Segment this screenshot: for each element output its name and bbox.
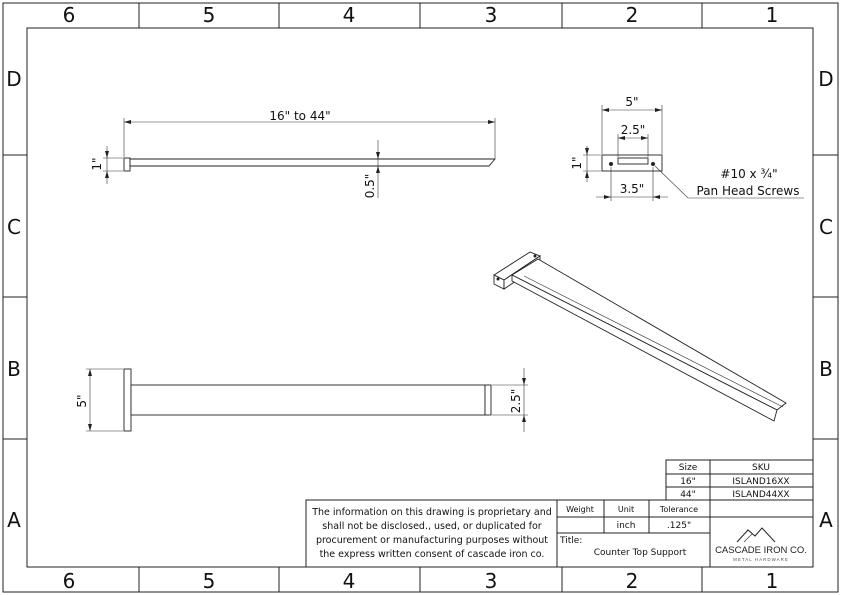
sku-row2-size: 44" — [680, 490, 696, 500]
zone-row-a-left: A — [7, 508, 21, 532]
notice-line-1: The information on this drawing is propr… — [311, 507, 552, 518]
sku-row2-sku: ISLAND44XX — [732, 490, 789, 500]
sku-row1-sku: ISLAND16XX — [732, 477, 789, 487]
dim-length: 16" to 44" — [269, 109, 330, 123]
notice-line-3: procurement or manufacturing purposes wi… — [316, 535, 548, 546]
screw-hole-right — [651, 162, 655, 166]
screw-note-type: Pan Head Screws — [697, 184, 800, 198]
drawing-title: Counter Top Support — [594, 548, 687, 558]
tolerance-label: Tolerance — [659, 505, 698, 514]
zone-col-2-bottom: 2 — [626, 569, 639, 593]
bottom-view-bar — [130, 384, 486, 416]
screw-hole-left — [609, 162, 613, 166]
zone-col-1-bottom: 1 — [766, 569, 779, 593]
screw-note-size: #10 x ¾" — [720, 167, 777, 181]
zone-row-b-right: B — [819, 357, 833, 381]
sku-header-size: Size — [679, 463, 698, 473]
dim-screw-spacing: 3.5" — [620, 182, 645, 196]
company-subtitle: METAL HARDWARE — [733, 557, 789, 562]
bottom-view-plate — [123, 368, 132, 432]
zone-row-c-right: C — [819, 215, 833, 239]
dim-bar-height: 2.5" — [509, 389, 523, 414]
side-view-bar — [129, 158, 496, 167]
bottom-view — [86, 368, 528, 432]
zone-col-6-top: 6 — [63, 3, 76, 27]
dim-end-height: 1" — [570, 156, 584, 169]
zone-col-2-top: 2 — [626, 3, 639, 27]
zone-row-c-left: C — [7, 215, 21, 239]
zone-row-d-left: D — [6, 67, 21, 91]
unit-value: inch — [617, 521, 636, 531]
zone-row-a-right: A — [819, 508, 833, 532]
zone-row-d-right: D — [818, 67, 833, 91]
unit-label: Unit — [618, 505, 634, 514]
end-view-bar — [617, 157, 649, 165]
zone-row-b-left: B — [7, 357, 21, 381]
isometric-view — [493, 251, 787, 422]
sku-row1-size: 16" — [680, 477, 696, 487]
zone-ticks — [3, 3, 838, 592]
side-view — [103, 118, 496, 198]
title-block — [305, 499, 814, 568]
end-view — [583, 105, 804, 201]
weight-label: Weight — [566, 505, 594, 514]
dim-plate-height: 5" — [75, 394, 89, 407]
notice-line-2: shall not be disclosed., used, or duplic… — [322, 521, 542, 532]
dim-thickness: 0.5" — [363, 174, 377, 199]
sku-header-sku: SKU — [752, 463, 770, 473]
zone-col-5-bottom: 5 — [203, 569, 216, 593]
zone-col-5-top: 5 — [203, 3, 216, 27]
company-name: CASCADE IRON CO. — [715, 545, 807, 556]
dim-side-height: 1" — [90, 157, 104, 170]
zone-col-4-bottom: 4 — [343, 569, 356, 593]
notice-line-4: the express written consent of cascade i… — [320, 549, 545, 560]
title-label: Title: — [559, 536, 582, 546]
company-logo — [736, 527, 776, 543]
zone-col-3-top: 3 — [485, 3, 498, 27]
dim-end-width: 5" — [625, 95, 638, 109]
zone-col-3-bottom: 3 — [485, 569, 498, 593]
zone-col-4-top: 4 — [343, 3, 356, 27]
zone-col-1-top: 1 — [766, 3, 779, 27]
dim-end-slot: 2.5" — [621, 123, 646, 137]
zone-col-6-bottom: 6 — [63, 569, 76, 593]
tolerance-value: .125" — [667, 521, 691, 531]
side-view-plate — [123, 157, 131, 172]
